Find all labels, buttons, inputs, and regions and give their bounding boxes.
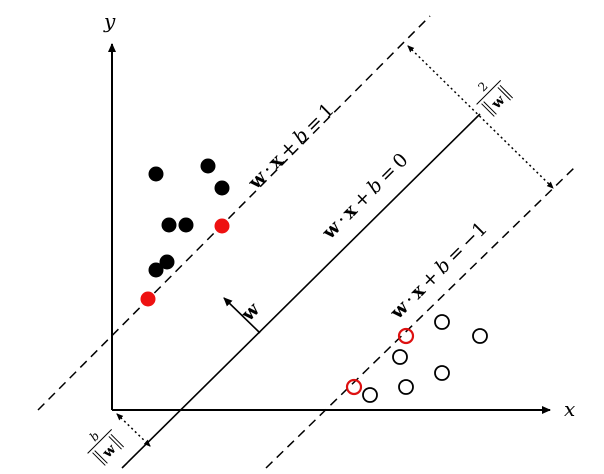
offset-norm-bar-right-2 xyxy=(110,433,125,448)
lower-margin-equation: w·x+b=−1 xyxy=(385,218,492,325)
negative-point xyxy=(434,314,450,330)
decision-boundary-equation: w·x+b=0 xyxy=(317,149,412,244)
positive-point xyxy=(178,217,194,233)
margin-label-fraction-bar xyxy=(476,80,502,105)
positive-point xyxy=(159,254,175,270)
offset-label: b w xyxy=(87,429,125,466)
offset-norm-bar-right-1 xyxy=(108,436,122,450)
margin-norm-bar-left-1 xyxy=(481,103,495,117)
lower-margin-line xyxy=(265,167,575,469)
positive-point xyxy=(161,217,177,233)
margin-norm-bar-left-2 xyxy=(483,101,497,115)
offset-norm-bar-left-1 xyxy=(92,452,106,466)
positive-point xyxy=(200,158,216,174)
positive-support-vector xyxy=(140,291,156,307)
margin-label: 2 w xyxy=(475,79,514,117)
margin-norm-bar-right-1 xyxy=(497,87,511,101)
negative-support-vectors xyxy=(345,327,415,396)
upper-margin-equation: w·x+b=1 xyxy=(243,99,338,194)
normal-vector-arrow xyxy=(223,297,261,334)
positive-point xyxy=(214,180,230,196)
upper-margin-line xyxy=(37,15,431,411)
lower-eq-rhs: −1 xyxy=(457,218,492,253)
negative-point xyxy=(398,379,414,395)
negative-point xyxy=(472,328,488,344)
positive-point xyxy=(148,262,164,278)
negative-class-points xyxy=(362,314,488,403)
negative-point xyxy=(362,387,378,403)
positive-support-vectors xyxy=(140,218,230,307)
positive-class-points xyxy=(148,158,230,278)
margin-arrow xyxy=(407,45,554,189)
negative-support-vector xyxy=(397,327,415,345)
decision-boundary xyxy=(121,113,481,469)
negative-support-vector xyxy=(345,378,363,396)
offset-label-fraction-bar xyxy=(87,429,113,454)
positive-point xyxy=(148,166,164,182)
normal-vector-label: w xyxy=(236,298,264,326)
offset-label-numerator: b xyxy=(87,429,102,444)
negative-point xyxy=(392,349,408,365)
offset-norm-bar-left-2 xyxy=(94,450,108,464)
y-axis-label: y xyxy=(103,9,116,33)
positive-support-vector xyxy=(214,218,230,234)
x-axis-label: x xyxy=(564,397,575,421)
margin-norm-bar-right-2 xyxy=(499,84,514,99)
negative-point xyxy=(434,365,450,381)
offset-arrow xyxy=(116,413,151,447)
